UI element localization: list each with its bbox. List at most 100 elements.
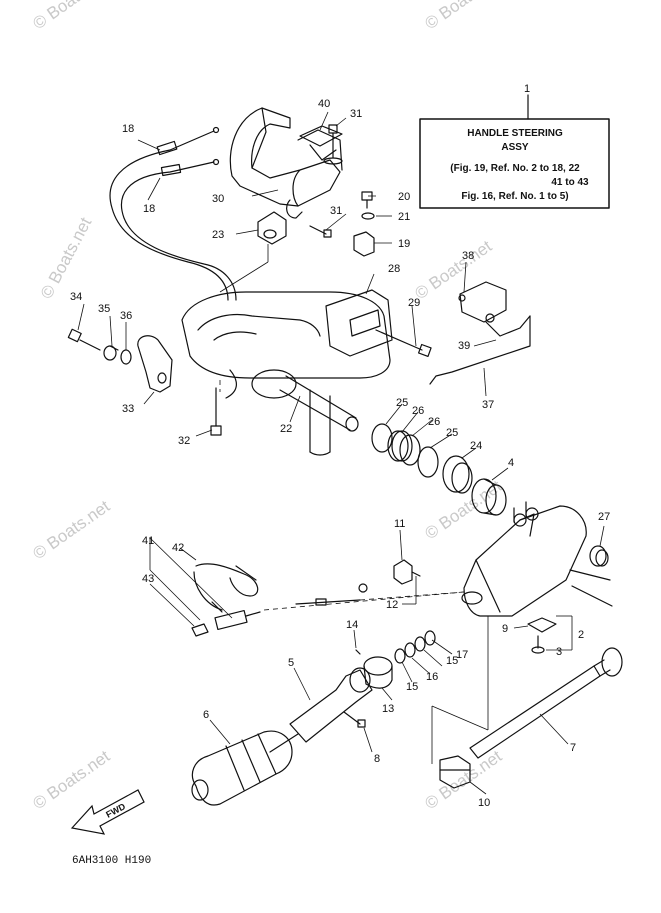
- part-28-cover: [325, 289, 393, 357]
- part-9-plate: [527, 617, 557, 633]
- title-box-text: HANDLE STEERING ASSY (Fig. 19, Ref. No. …: [450, 128, 589, 202]
- part-29-bolt: [375, 329, 432, 358]
- part-39-link: [485, 315, 531, 337]
- part-43-clip: [191, 623, 209, 637]
- part-16-spring: [404, 642, 416, 658]
- part-25-ring-b: [417, 446, 439, 478]
- callout-5: 5: [288, 657, 294, 669]
- part-15-nut-a: [414, 636, 426, 652]
- callout-18a: 18: [122, 123, 134, 135]
- callout-25b: 25: [446, 427, 458, 439]
- callout-24: 24: [470, 440, 482, 452]
- watermarks: © Boats.net © Boats.net © Boats.net © Bo…: [29, 0, 505, 813]
- part-17-washer: [424, 630, 436, 646]
- title-box: [419, 118, 610, 209]
- callout-3: 3: [556, 646, 562, 658]
- arm-cables: [569, 569, 613, 607]
- part-38-switch: [458, 281, 507, 323]
- fwd-arrow: FWD: [70, 789, 145, 835]
- callout-15b: 15: [406, 681, 418, 693]
- part-21-washer: [361, 212, 375, 220]
- part-3-bolt: [531, 635, 545, 654]
- callout-25a: 25: [396, 397, 408, 409]
- part-36-washer: [120, 349, 132, 365]
- steering-bracket: [229, 107, 343, 207]
- part-26-ring-a: [387, 430, 409, 462]
- callout-6: 6: [203, 709, 209, 721]
- part-26-ring-b: [399, 434, 421, 466]
- watermark-left: © Boats.net: [37, 214, 96, 302]
- callout-2: 2: [578, 629, 584, 641]
- title-box-line-2: ASSY: [501, 142, 529, 153]
- watermark-bottom-left: © Boats.net: [29, 746, 113, 813]
- title-box-line-1: HANDLE STEERING: [467, 128, 563, 139]
- part-32-bolt: [210, 387, 222, 436]
- part-37-rod: [429, 315, 531, 385]
- callout-31a: 31: [350, 108, 362, 120]
- part-19-clamp: [353, 231, 375, 257]
- leader-lines: [77, 111, 605, 795]
- callout-20: 20: [398, 191, 410, 203]
- callout-14: 14: [346, 619, 358, 631]
- throttle-cables: [109, 126, 237, 301]
- part-15-nut-b: [394, 648, 406, 664]
- part-41-stop-switch: [214, 609, 261, 631]
- watermark-bottom-right: © Boats.net: [421, 746, 505, 813]
- part-13-collar: [363, 656, 393, 689]
- steering-bracket-body: [181, 291, 391, 456]
- callout-29: 29: [408, 297, 420, 309]
- callout-17: 17: [456, 649, 468, 661]
- callout-32: 32: [178, 435, 190, 447]
- callout-28: 28: [388, 263, 400, 275]
- callout-40: 40: [318, 98, 330, 110]
- part-11-knob: [393, 559, 421, 585]
- callout-36: 36: [120, 310, 132, 322]
- part-42-lanyard: [193, 563, 259, 613]
- bracket-clamp: [286, 199, 303, 219]
- callout-43: 43: [142, 573, 154, 585]
- callout-16: 16: [426, 671, 438, 683]
- callout-15a: 15: [446, 655, 458, 667]
- callout-10: 10: [478, 797, 490, 809]
- callout-26a: 26: [412, 405, 424, 417]
- callout-39: 39: [458, 340, 470, 352]
- watermark-center-right: © Boats.net: [411, 236, 495, 303]
- part-34-bolt: [67, 328, 101, 351]
- callout-27: 27: [598, 511, 610, 523]
- part-14-screw: [355, 649, 361, 655]
- watermark-mid-left: © Boats.net: [29, 496, 113, 563]
- callout-13: 13: [382, 703, 394, 715]
- callout-numbers: 1 2 3 4 5 6 7 8 9 10 11 12 13 14 15 15 1…: [70, 83, 610, 809]
- callout-30: 30: [212, 193, 224, 205]
- callout-12: 12: [386, 599, 398, 611]
- callout-42: 42: [172, 542, 184, 554]
- callout-4: 4: [508, 457, 514, 469]
- title-box-line-4: 41 to 43: [551, 177, 589, 188]
- part-35-collar: [103, 345, 119, 361]
- callout-33: 33: [122, 403, 134, 415]
- part-25-ring-a: [371, 423, 393, 453]
- callout-22: 22: [280, 423, 292, 435]
- callout-18b: 18: [143, 203, 155, 215]
- part-31-bolt-lower: [309, 225, 332, 238]
- callout-23: 23: [212, 229, 224, 241]
- diagram-code: 6AH3100 H190: [72, 855, 151, 867]
- callout-41: 41: [142, 535, 154, 547]
- callout-8: 8: [374, 753, 380, 765]
- part-40-plate: [299, 125, 343, 147]
- callout-31b: 31: [330, 205, 342, 217]
- callout-26b: 26: [428, 416, 440, 428]
- callout-7: 7: [570, 742, 576, 754]
- title-box-line-3: (Fig. 19, Ref. No. 2 to 18, 22: [450, 163, 580, 174]
- title-box-line-5: Fig. 16, Ref. No. 1 to 5): [461, 191, 568, 202]
- part-27-grommet: [589, 545, 609, 567]
- callout-9: 9: [502, 623, 508, 635]
- part-24-bushing: [442, 455, 473, 494]
- callout-37: 37: [482, 399, 494, 411]
- watermark-top-left: © Boats.net: [29, 0, 113, 33]
- construction-lines: [219, 380, 465, 611]
- part-8-screw: [343, 711, 366, 728]
- callout-34: 34: [70, 291, 82, 303]
- part-31-bolt-top: [323, 124, 343, 165]
- part-7-shaft: [469, 647, 623, 759]
